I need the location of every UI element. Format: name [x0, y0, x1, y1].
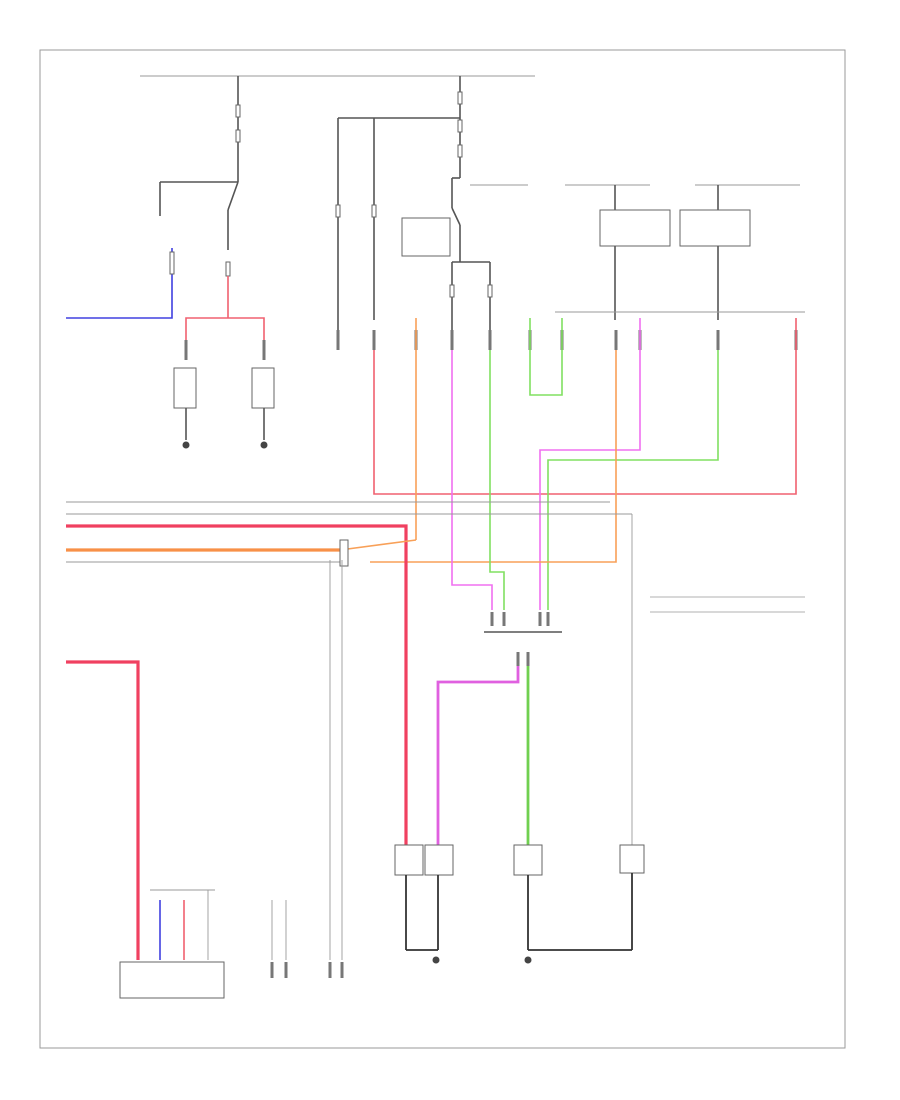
green-loop-wire [529, 318, 563, 396]
connector-row [336, 330, 798, 350]
ground-point-2 [524, 956, 532, 964]
red-loop-wire [373, 318, 797, 495]
diagram-frame [39, 49, 846, 1049]
magenta-left-wire [451, 350, 493, 610]
relay-box [401, 207, 493, 340]
inline-connector [339, 539, 349, 567]
sensor-unit [119, 889, 225, 999]
red-split-wire [185, 317, 265, 340]
red-heavy-lower-wire [66, 660, 140, 960]
orange-wire-link [339, 539, 417, 551]
ground-connector-1 [270, 900, 288, 978]
bottom-lamp-4 [619, 818, 645, 950]
bottom-lamp-2 [424, 844, 454, 950]
left-fuse-column [159, 76, 241, 318]
green-right-wire [547, 350, 719, 610]
ground-connector-2 [328, 560, 344, 978]
ground-point-1 [432, 956, 440, 964]
green-left-wire [489, 350, 505, 610]
magenta-right-wire [539, 318, 641, 610]
bottom-lamp-3 [513, 844, 543, 950]
blue-wire-connector [169, 251, 175, 275]
blue-wire-left [66, 248, 173, 319]
magenta-heavy-wire [436, 666, 520, 845]
bottom-lamp-1 [394, 844, 424, 950]
right-relay-2 [679, 185, 751, 320]
red-heavy-wire [66, 524, 408, 845]
left-switch-1 [173, 340, 197, 449]
right-relay-1 [599, 185, 671, 320]
left-switch-2 [251, 340, 275, 449]
junction-connector [484, 612, 562, 666]
center-fuse-column [335, 76, 463, 340]
